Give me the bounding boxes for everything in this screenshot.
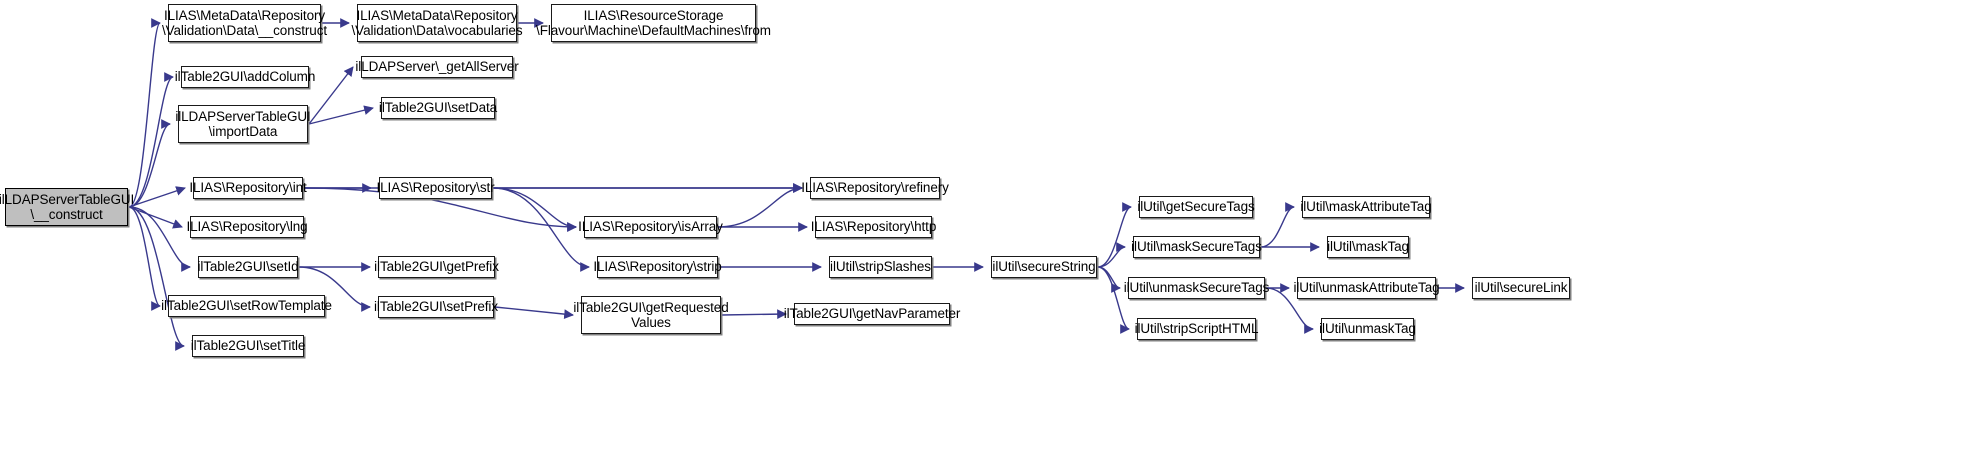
graph-edge [308,66,354,125]
graph-node-27[interactable]: ilUtil\stripScriptHTML [1135,318,1259,340]
graph-edge [494,306,574,319]
graph-node-8[interactable]: ilTable2GUI\setTitle [191,335,305,357]
graph-node-17[interactable]: ILIAS\Repository\strip [593,256,722,278]
graph-node-3[interactable]: ilLDAPServerTableGUI \importData [175,105,311,143]
graph-node-11[interactable]: ilTable2GUI\setData [379,97,497,119]
graph-node-1[interactable]: ILIAS\MetaData\Repository \Validation\Da… [162,4,327,42]
graph-edge [492,187,590,272]
graph-edge [128,206,185,351]
graph-node-26[interactable]: ilUtil\unmaskSecureTags [1124,277,1269,299]
graph-node-4[interactable]: ILIAS\Repository\int [189,177,307,199]
graph-node-10[interactable]: ilLDAPServer\_getAllServer [355,56,519,78]
graph-node-13[interactable]: ilTable2GUI\getPrefix [374,256,499,278]
graph-node-32[interactable]: ilUtil\secureLink [1472,277,1570,299]
graph-edge [303,187,577,232]
graph-node-29[interactable]: ilUtil\maskTag [1327,236,1409,258]
graph-node-25[interactable]: ilUtil\maskSecureTags [1131,236,1262,258]
graph-node-21[interactable]: ilUtil\stripSlashes [829,256,932,278]
graph-node-18[interactable]: ilTable2GUI\getRequested Values [573,296,729,334]
graph-node-23[interactable]: ilUtil\secureString [991,256,1097,278]
graph-edge [128,72,174,208]
graph-node-7[interactable]: ilTable2GUI\setRowTemplate [161,295,332,317]
graph-edge [128,186,186,208]
graph-edge [1097,266,1130,334]
graph-edge [1260,202,1295,248]
graph-edge [1097,242,1126,268]
graph-node-14[interactable]: ilTable2GUI\setPrefix [374,296,498,318]
graph-node-6[interactable]: ilTable2GUI\setId [197,256,299,278]
graph-node-15[interactable]: ILIAS\ResourceStorage \Flavour\Machine\D… [536,4,771,42]
graph-node-22[interactable]: ilTable2GUI\getNavParameter [784,303,960,325]
graph-node-5[interactable]: ILIAS\Repository\lng [186,216,308,238]
graph-edge [1097,202,1132,268]
graph-node-12[interactable]: ILIAS\Repository\str [376,177,495,199]
graph-edge [128,18,161,208]
graph-edge [128,206,161,311]
graph-edge [128,206,183,229]
graph-node-16[interactable]: ILIAS\Repository\isArray [578,216,723,238]
graph-edge [721,309,787,320]
graph-node-2[interactable]: ilTable2GUI\addColumn [175,66,315,88]
graph-node-19[interactable]: ILIAS\Repository\refinery [801,177,949,199]
graph-node-24[interactable]: ilUtil\getSecureTags [1137,196,1255,218]
graph-node-20[interactable]: ILIAS\Repository\http [811,216,936,238]
graph-edge [128,206,191,272]
graph-node-30[interactable]: ilUtil\unmaskAttributeTag [1293,277,1440,299]
graph-node-root[interactable]: ilLDAPServerTableGUI \__construct [0,188,134,226]
graph-edge [298,266,371,312]
graph-edge [308,105,374,125]
graph-node-28[interactable]: ilUtil\maskAttributeTag [1300,196,1432,218]
graph-edge [717,183,803,228]
graph-node-9[interactable]: ILIAS\MetaData\Repository \Validation\Da… [352,4,523,42]
graph-edge [1265,287,1314,334]
graph-node-31[interactable]: ilUtil\unmaskTag [1319,318,1416,340]
